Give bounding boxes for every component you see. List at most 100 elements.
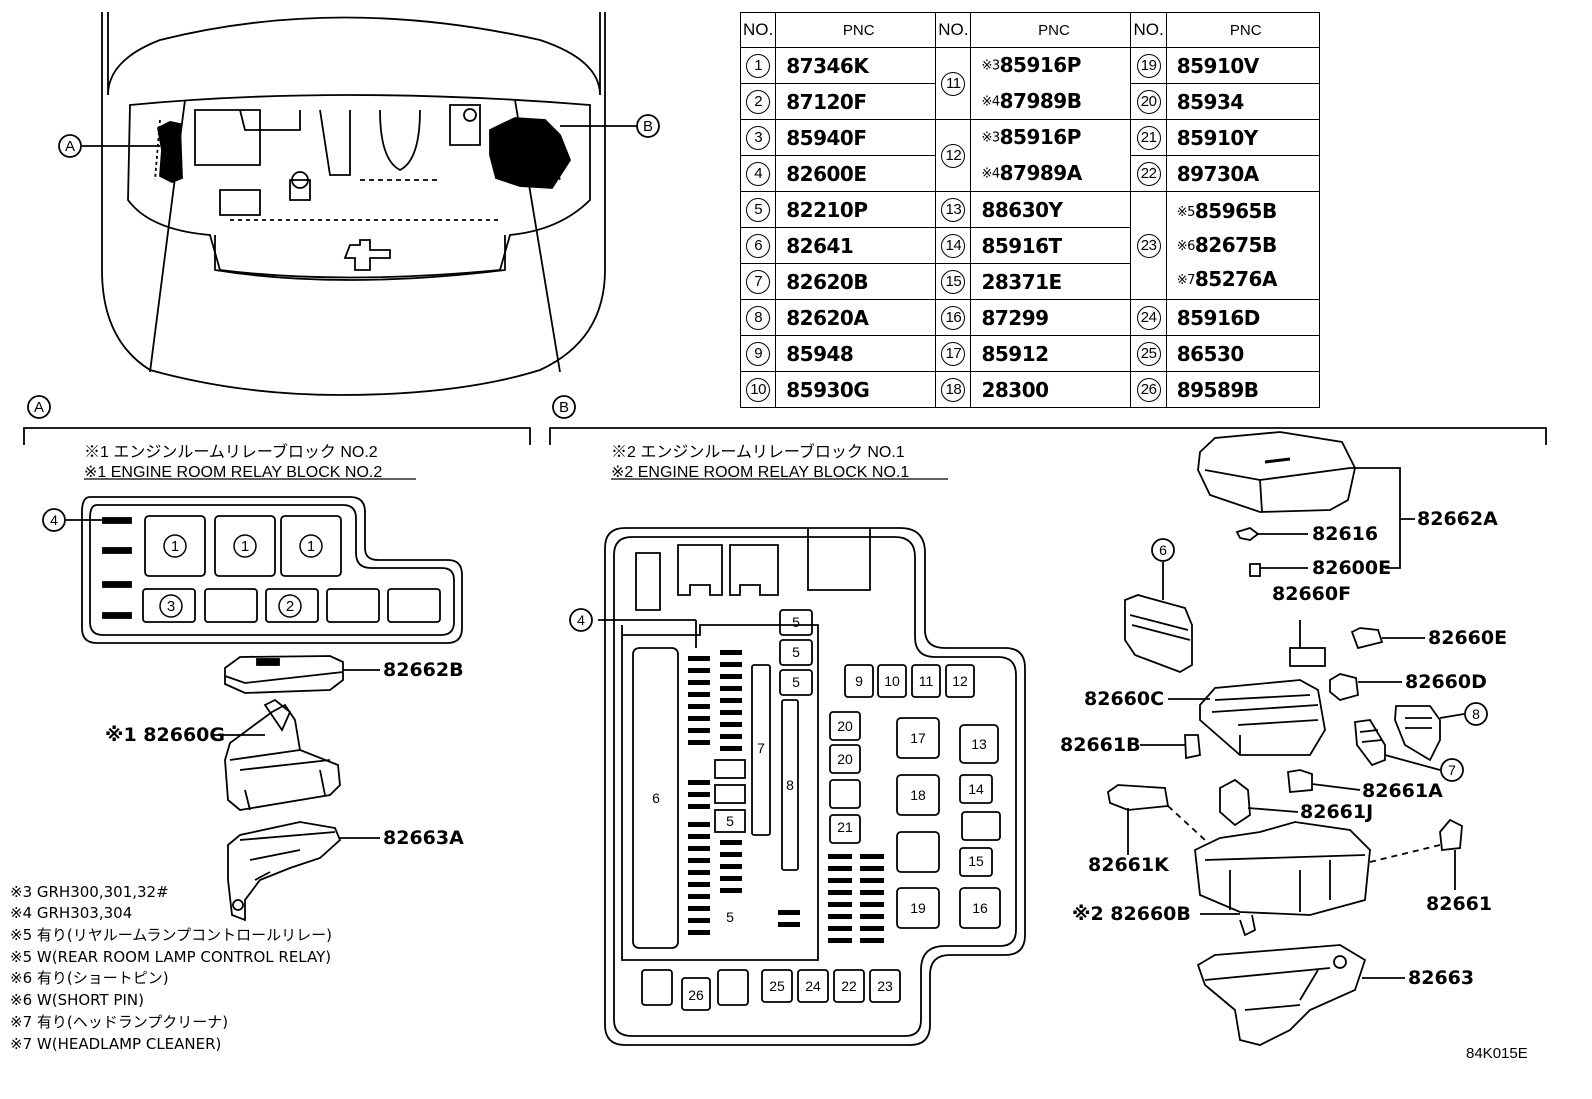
part-82663: 82663 — [1408, 967, 1474, 989]
part-82600E: 82600E — [1312, 557, 1391, 579]
part-82660D: 82660D — [1405, 671, 1487, 693]
pnc-cell: 82641 — [775, 227, 937, 264]
table-row: 9 85948 17 85912 25 86530 — [739, 335, 1320, 372]
callout-number: 19 — [1136, 53, 1161, 78]
note-5-jp: ※5 有り(リヤルームランプコントロールリレー) — [10, 926, 332, 944]
pnc-cell: 88630Y — [970, 191, 1132, 228]
diagram-code: 84K015E — [1466, 1045, 1528, 1062]
overview-label-b: B — [643, 118, 653, 135]
note-7-jp: ※7 有り(ヘッドランプクリーナ) — [10, 1013, 228, 1031]
svg-text:12: 12 — [952, 673, 968, 689]
pnc-cell-multi: ※385916P ※487989A — [970, 119, 1132, 192]
svg-text:19: 19 — [910, 900, 926, 916]
callout-number: 4 — [746, 161, 771, 186]
pnc-cell: 86530 — [1165, 335, 1320, 372]
table-row: 5 82210P 13 88630Y 23 ※585965B ※682675B … — [739, 191, 1320, 300]
callout-3: 3 — [167, 598, 175, 615]
callout-number: 15 — [941, 269, 966, 294]
svg-text:5: 5 — [792, 674, 800, 690]
svg-text:5: 5 — [726, 813, 734, 829]
note-6-en: ※6 W(SHORT PIN) — [10, 991, 144, 1009]
header-pnc-2: PNC — [970, 12, 1132, 48]
header-pnc-1: PNC — [775, 12, 937, 48]
relay-block-no2-layout — [42, 496, 463, 644]
relay-block-no1-layout — [569, 527, 1026, 1046]
svg-text:16: 16 — [972, 900, 988, 916]
pnc-cell: 28300 — [970, 371, 1132, 408]
callout-number: 8 — [746, 305, 771, 330]
svg-text:26: 26 — [688, 987, 704, 1003]
table-row: 10 85930G 18 28300 26 89589B — [739, 371, 1320, 408]
callout-1: 1 — [307, 538, 315, 555]
svg-text:5: 5 — [792, 614, 800, 630]
overview-label-a: A — [65, 138, 75, 155]
callout-4-a: 4 — [50, 512, 58, 528]
relay-block-no1-parts — [1107, 431, 1488, 1046]
note-4: ※4 GRH303,304 — [10, 904, 132, 922]
svg-text:17: 17 — [910, 730, 926, 746]
callout-2: 2 — [286, 598, 294, 615]
pnc-cell: 87299 — [970, 299, 1132, 336]
svg-text:6: 6 — [652, 790, 660, 806]
section-b-title-jp: ※2 エンジンルームリレーブロック NO.1 — [611, 442, 905, 461]
svg-text:25: 25 — [769, 978, 785, 994]
callout-number: 13 — [941, 197, 966, 222]
callout-number: 10 — [746, 377, 771, 402]
part-82663A: 82663A — [383, 827, 464, 849]
part-82660E: 82660E — [1428, 627, 1507, 649]
callout-number: 1 — [746, 53, 771, 78]
table-row: 4 82600E 22 89730A — [739, 155, 1320, 192]
vehicle-overview — [101, 12, 606, 396]
header-no-1: NO. — [739, 12, 777, 48]
pnc-cell: 82620A — [775, 299, 937, 336]
pnc-cell: 89730A — [1165, 155, 1320, 192]
part-82661B: 82661B — [1060, 734, 1141, 756]
pnc-cell: 85930G — [775, 371, 937, 408]
callout-number: 21 — [1136, 125, 1161, 150]
svg-text:20: 20 — [837, 751, 853, 767]
callout-number: 12 — [941, 143, 966, 168]
table-row: 8 82620A 16 87299 24 85916D — [739, 299, 1320, 336]
callout-number: 24 — [1136, 305, 1161, 330]
svg-text:5: 5 — [792, 644, 800, 660]
pnc-cell: 82620B — [775, 263, 937, 300]
svg-text:11: 11 — [919, 673, 934, 689]
table-header-row: NO. PNC NO. PNC NO. PNC — [739, 12, 1320, 48]
callout-number: 16 — [941, 305, 966, 330]
pnc-cell-multi: ※385916P ※487989B — [970, 47, 1132, 120]
part-82661K: 82661K — [1088, 854, 1170, 876]
section-b-title-en: ※2 ENGINE ROOM RELAY BLOCK NO.1 — [611, 464, 909, 481]
section-a-title-jp: ※1 エンジンルームリレーブロック NO.2 — [84, 442, 378, 461]
relay-block-no2-parts — [214, 655, 380, 922]
pnc-table: NO. PNC NO. PNC NO. PNC 1 87346K 11 ※385… — [739, 12, 1320, 408]
svg-text:4: 4 — [577, 612, 585, 628]
callout-7: 7 — [1448, 762, 1456, 778]
svg-text:7: 7 — [757, 740, 765, 756]
note-6-jp: ※6 有り(ショートピン) — [10, 969, 169, 987]
header-no-3: NO. — [1130, 12, 1167, 48]
callout-number: 18 — [941, 377, 966, 402]
note-5-en: ※5 W(REAR ROOM LAMP CONTROL RELAY) — [10, 948, 331, 966]
svg-text:10: 10 — [884, 673, 900, 689]
callout-number: 23 — [1136, 233, 1161, 258]
callout-number: 20 — [1136, 89, 1161, 114]
svg-text:23: 23 — [877, 978, 893, 994]
pnc-cell: 85910Y — [1165, 119, 1320, 156]
part-82660C: 82660C — [1084, 688, 1164, 710]
note-7-en: ※7 W(HEADLAMP CLEANER) — [10, 1035, 221, 1053]
callout-number: 22 — [1136, 161, 1161, 186]
callout-number: 5 — [746, 197, 771, 222]
svg-text:9: 9 — [855, 673, 863, 689]
svg-text:21: 21 — [837, 819, 853, 835]
svg-text:20: 20 — [837, 718, 853, 734]
part-82662B: 82662B — [383, 659, 464, 681]
callout-number: 9 — [746, 341, 771, 366]
callout-number: 14 — [941, 233, 966, 258]
pnc-cell: 85912 — [970, 335, 1132, 372]
callout-8: 8 — [1472, 706, 1480, 722]
callout-number: 7 — [746, 269, 771, 294]
pnc-cell-multi: ※585965B ※682675B ※785276A — [1165, 191, 1320, 300]
part-82661: 82661 — [1426, 893, 1492, 915]
